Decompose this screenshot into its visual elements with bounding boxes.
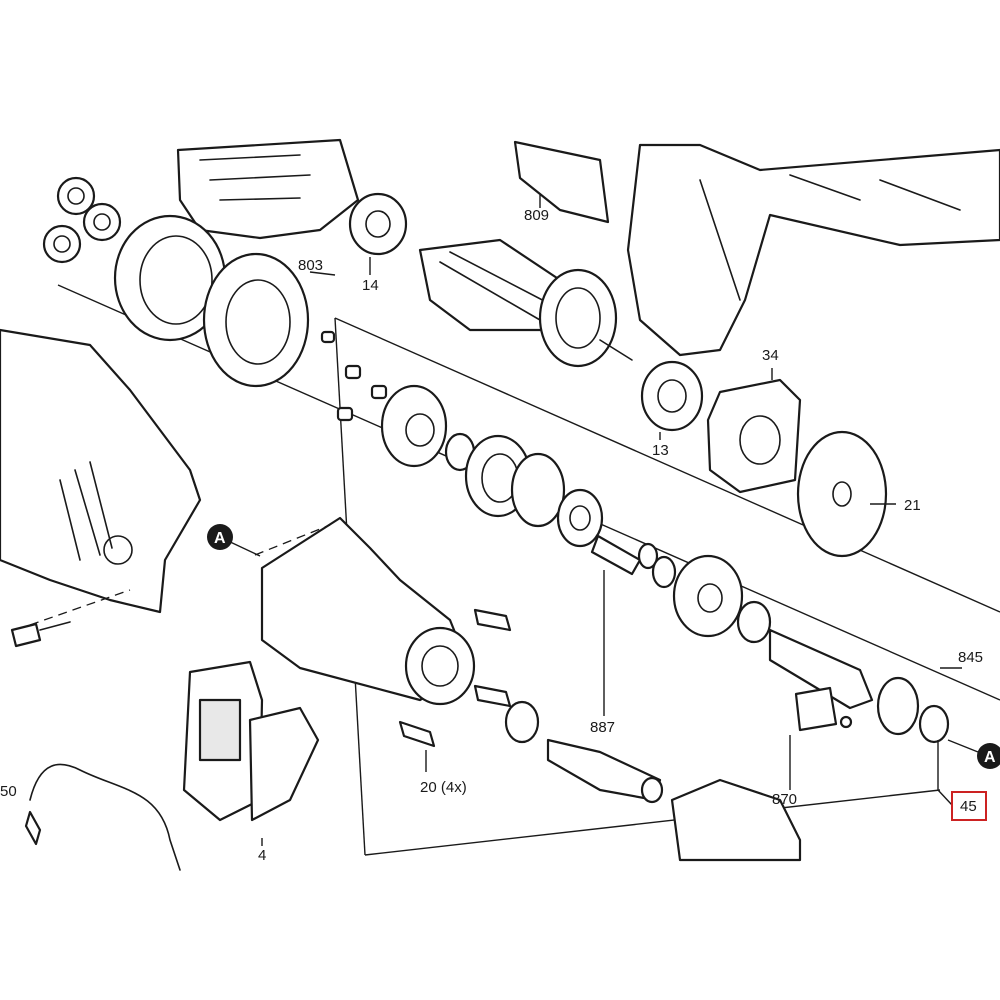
bearing-14 — [348, 192, 408, 256]
screw-left — [10, 622, 42, 648]
label-21: 21 — [904, 497, 921, 514]
handle-housing — [626, 143, 1000, 357]
switch-assembly — [182, 660, 320, 822]
highlighted-part-45: 45 — [951, 791, 987, 821]
chuck-sleeve-870 — [670, 778, 802, 862]
spring — [590, 534, 642, 576]
label-809: 809 — [524, 207, 549, 224]
label-50: 50 — [0, 783, 17, 800]
label-845: 845 — [958, 649, 983, 666]
part-34-block — [706, 378, 802, 494]
washer-45 — [918, 704, 950, 744]
clutch-ring — [556, 488, 604, 548]
label-45: 45 — [960, 798, 977, 815]
bearing-sleeve — [202, 252, 310, 388]
gear-case — [260, 516, 476, 706]
pins — [320, 330, 388, 422]
nut-part — [876, 676, 920, 736]
label-34: 34 — [762, 347, 779, 364]
label-887: 887 — [590, 719, 615, 736]
label-14: 14 — [362, 277, 379, 294]
armature — [418, 238, 633, 368]
svg-text:A: A — [984, 749, 996, 766]
shaft-seal — [504, 700, 540, 744]
marker-a-left: A — [207, 524, 233, 550]
cable-50 — [29, 763, 181, 871]
motor-housing — [0, 328, 202, 614]
retaining-ring — [736, 600, 772, 644]
o-ring-large — [510, 452, 566, 528]
label-870: 870 — [772, 791, 797, 808]
spindle-shaft — [768, 628, 874, 710]
screws-20 — [398, 608, 512, 748]
bearing-13 — [640, 360, 704, 432]
label-4: 4 — [258, 847, 266, 864]
marker-a-right: A — [977, 743, 1000, 769]
gear-cluster — [42, 176, 122, 264]
washer-21 — [796, 430, 888, 558]
label-20-4x: 20 (4x) — [420, 779, 467, 796]
svg-text:A: A — [214, 530, 226, 547]
planet-carrier — [380, 384, 448, 468]
gear-housing-part — [176, 138, 360, 240]
label-13: 13 — [652, 442, 669, 459]
label-803: 803 — [298, 257, 323, 274]
sleeve-small — [794, 686, 838, 732]
leader-lines — [225, 195, 979, 846]
part-809-plate — [513, 140, 610, 224]
bit-holder-flange — [672, 554, 744, 638]
